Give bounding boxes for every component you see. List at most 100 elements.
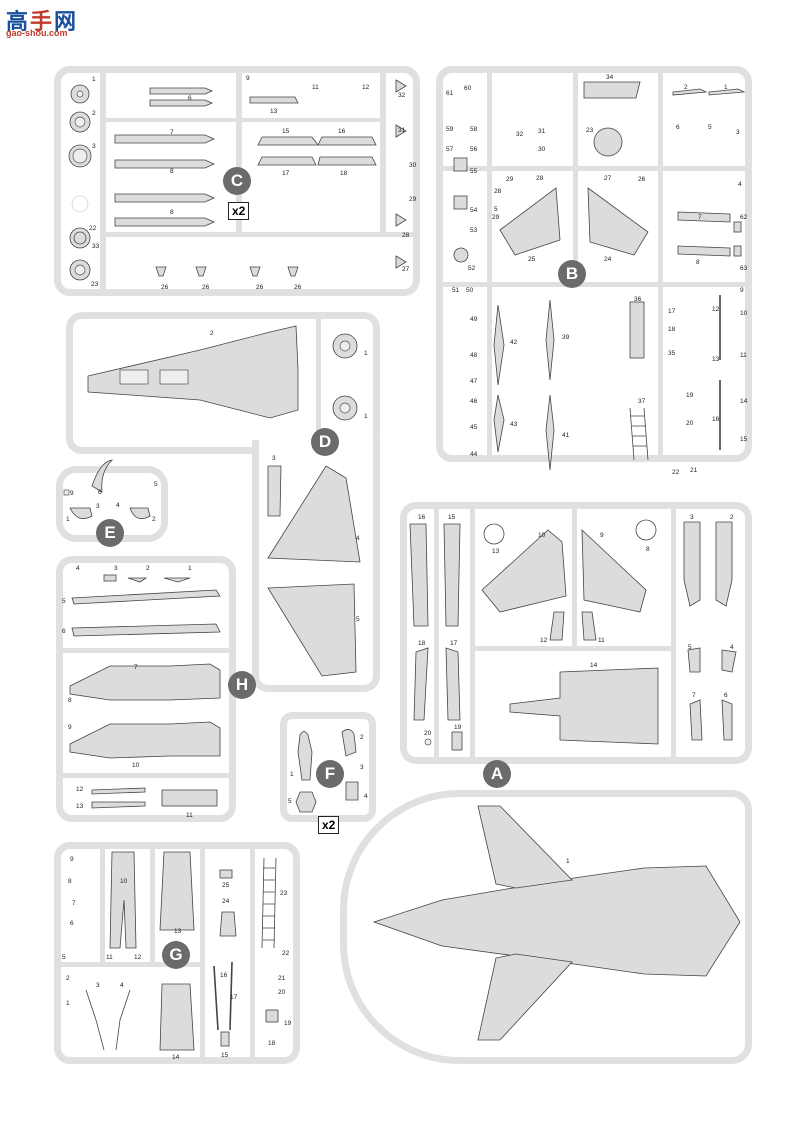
missile-part [149, 99, 214, 107]
part-number-c26d: 26 [294, 284, 302, 291]
part-number-b47: 47 [470, 378, 478, 385]
fuselage-part [87, 325, 299, 419]
sprue-c-parts [68, 79, 407, 281]
ring-part [635, 519, 657, 541]
part-number-b22: 22 [672, 469, 680, 476]
panel-part [220, 1031, 230, 1047]
sprue-g-divider [200, 842, 205, 1064]
part-number-a18: 18 [418, 640, 426, 647]
part-number-c28: 28 [402, 232, 410, 239]
part-number-b7: 7 [698, 214, 702, 221]
rod-part [545, 299, 555, 381]
part-number-b13: 13 [712, 356, 720, 363]
part-number-g21: 21 [278, 975, 286, 982]
part-number-c33: 33 [92, 243, 100, 250]
part-number-e2: 2 [152, 516, 156, 523]
part-number-c30: 30 [409, 162, 417, 169]
sprue-a-divider [671, 502, 676, 764]
part-number-a4: 4 [730, 644, 734, 651]
sprue-f-multiplier: x2 [318, 816, 340, 834]
part-number-b17: 17 [668, 308, 676, 315]
part-number-b30: 30 [538, 146, 546, 153]
part-number-b56: 56 [470, 146, 478, 153]
part-number-b36: 36 [634, 296, 642, 303]
sprue-a-divider [572, 502, 577, 648]
cockpit-part [119, 369, 149, 385]
fin-part [287, 266, 299, 277]
ghost-part [71, 195, 89, 213]
part-number-a19: 19 [454, 724, 462, 731]
fin-part [395, 213, 407, 227]
wing-part [267, 583, 357, 677]
part-number-b8: 8 [696, 259, 700, 266]
part-number-b55: 55 [470, 168, 478, 175]
part-number-b59: 59 [446, 126, 454, 133]
part-number-c12: 12 [362, 84, 370, 91]
logo-char-3: 网 [54, 10, 79, 35]
sprue-d-divider [316, 312, 321, 454]
sprue-c-divider [380, 66, 386, 234]
wing-part [477, 953, 573, 1041]
part-number-b61: 61 [446, 90, 454, 97]
fuselage-half-part [69, 663, 221, 701]
part-number-b5: 5 [708, 124, 712, 131]
part-number-b41: 41 [562, 432, 570, 439]
panel-part [159, 851, 195, 931]
part-number-f2: 2 [360, 734, 364, 741]
part-number-g7: 7 [72, 900, 76, 907]
stab-part [481, 529, 567, 613]
part-number-g22: 22 [282, 950, 290, 957]
sprue-h-badge: H [228, 671, 256, 699]
panel-part [689, 699, 703, 741]
part-number-b6: 6 [676, 124, 680, 131]
part-number-b18: 18 [668, 326, 676, 333]
pilot-figure-part [345, 781, 359, 801]
ladder-part [261, 857, 277, 949]
part-number-b39: 39 [562, 334, 570, 341]
part-number-b20: 20 [686, 420, 694, 427]
logo-char-2: 手 [30, 10, 55, 35]
part-number-d4: 4 [356, 535, 360, 542]
part-number-b42: 42 [510, 339, 518, 346]
logo-url[interactable]: gao-shou.com [6, 28, 68, 38]
part-number-a20: 20 [424, 730, 432, 737]
part-number-c26c: 26 [256, 284, 264, 291]
part-number-d5: 5 [356, 616, 360, 623]
intake-part [91, 459, 114, 493]
panel-part [677, 211, 731, 223]
part-number-h5: 5 [62, 598, 66, 605]
wing-part [477, 805, 573, 889]
sprue-g-divider [250, 842, 255, 1064]
panel-part [453, 195, 468, 210]
part-number-h4: 4 [76, 565, 80, 572]
sprue-a-divider [470, 502, 475, 764]
part-number-e3: 3 [96, 503, 100, 510]
missile-part [114, 159, 215, 169]
part-number-b11: 11 [740, 352, 747, 359]
part-number-b63: 63 [740, 265, 748, 272]
sprue-c-badge: C [223, 167, 251, 195]
part-number-c31: 31 [398, 127, 406, 134]
disc-part [593, 127, 623, 157]
wheel-hub [339, 402, 351, 414]
panel-part [71, 623, 221, 637]
part-number-e1: 1 [66, 516, 70, 523]
panel-part [267, 465, 282, 517]
part-number-b15: 15 [740, 436, 748, 443]
ladder-part [629, 407, 649, 461]
panel-part [708, 88, 746, 96]
wing-part [499, 187, 561, 256]
part-number-b19: 19 [686, 392, 694, 399]
sprue-c-divider [100, 66, 106, 296]
part-number-b45: 45 [470, 424, 478, 431]
wheel-hub [76, 90, 84, 98]
part-number-b53: 53 [470, 227, 478, 234]
part-number-b5b: 5 [494, 206, 498, 213]
part-number-a10: 10 [538, 532, 546, 539]
part-number-g13: 13 [174, 928, 182, 935]
site-logo[interactable]: 高手网 [6, 4, 78, 36]
part-number-g1: 1 [66, 1000, 70, 1007]
pylon-part [317, 136, 377, 146]
sprue-h-divider [56, 648, 236, 653]
